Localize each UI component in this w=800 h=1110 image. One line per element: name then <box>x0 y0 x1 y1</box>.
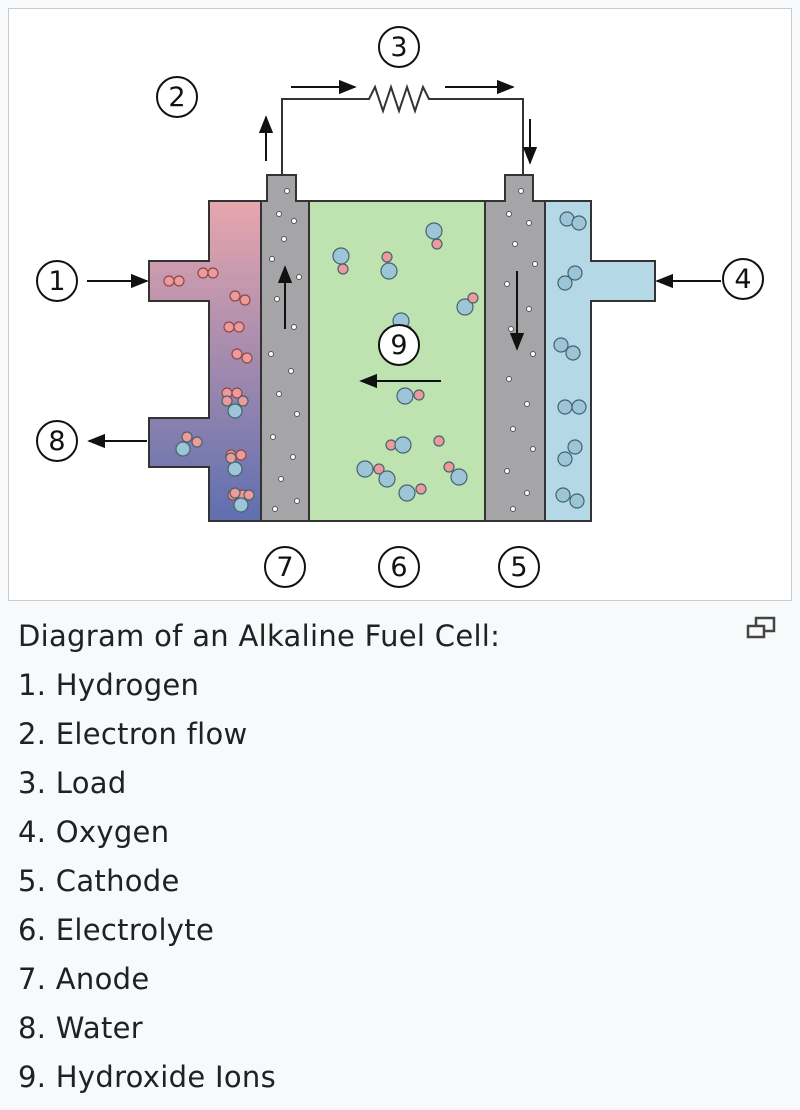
label-6: 6 <box>378 546 420 588</box>
cathode-electron-dots <box>504 188 538 512</box>
external-circuit-wire <box>281 83 524 175</box>
svg-text:6: 6 <box>390 552 407 583</box>
svg-text:9: 9 <box>390 330 407 361</box>
label-7: 7 <box>264 546 306 588</box>
svg-text:4: 4 <box>734 264 751 295</box>
svg-text:3: 3 <box>390 32 407 63</box>
label-8: 8 <box>36 420 78 462</box>
legend-item: 3. Load <box>18 766 127 800</box>
legend-item: 4. Oxygen <box>18 815 170 849</box>
label-3: 3 <box>378 26 420 68</box>
anode-electrode <box>260 174 310 522</box>
legend-item: 7. Anode <box>18 962 150 996</box>
figure-caption: Diagram of an Alkaline Fuel Cell: 1. Hyd… <box>18 612 788 1102</box>
legend-item: 6. Electrolyte <box>18 913 215 947</box>
legend-item: 9. Hydroxide Ions <box>18 1060 276 1094</box>
anode-electron-dots <box>268 188 302 512</box>
svg-text:2: 2 <box>168 82 185 113</box>
svg-text:8: 8 <box>48 426 65 457</box>
legend-item: 8. Water <box>18 1011 144 1045</box>
label-1: 1 <box>36 260 78 302</box>
legend-item: 1. Hydrogen <box>18 668 200 702</box>
label-9: 9 <box>378 324 420 366</box>
oxygen-molecules <box>553 211 587 509</box>
svg-text:7: 7 <box>276 552 293 583</box>
label-5: 5 <box>498 546 540 588</box>
label-2: 2 <box>156 76 198 118</box>
fuel-cell-diagram: 1 2 3 4 5 6 7 8 9 <box>36 26 764 588</box>
svg-text:1: 1 <box>48 266 65 297</box>
water-molecules-anode <box>175 395 255 513</box>
diagram-thumbnail[interactable]: 1 2 3 4 5 6 7 8 9 <box>8 8 792 601</box>
legend-item: 5. Cathode <box>18 864 180 898</box>
caption-title: Diagram of an Alkaline Fuel Cell: <box>18 619 501 653</box>
cathode-electrode <box>484 174 546 522</box>
label-4: 4 <box>722 258 764 300</box>
legend-item: 2. Electron flow <box>18 717 248 751</box>
enlarge-icon[interactable] <box>744 616 780 642</box>
svg-text:5: 5 <box>510 552 527 583</box>
cathode-gas-channel <box>544 200 656 522</box>
